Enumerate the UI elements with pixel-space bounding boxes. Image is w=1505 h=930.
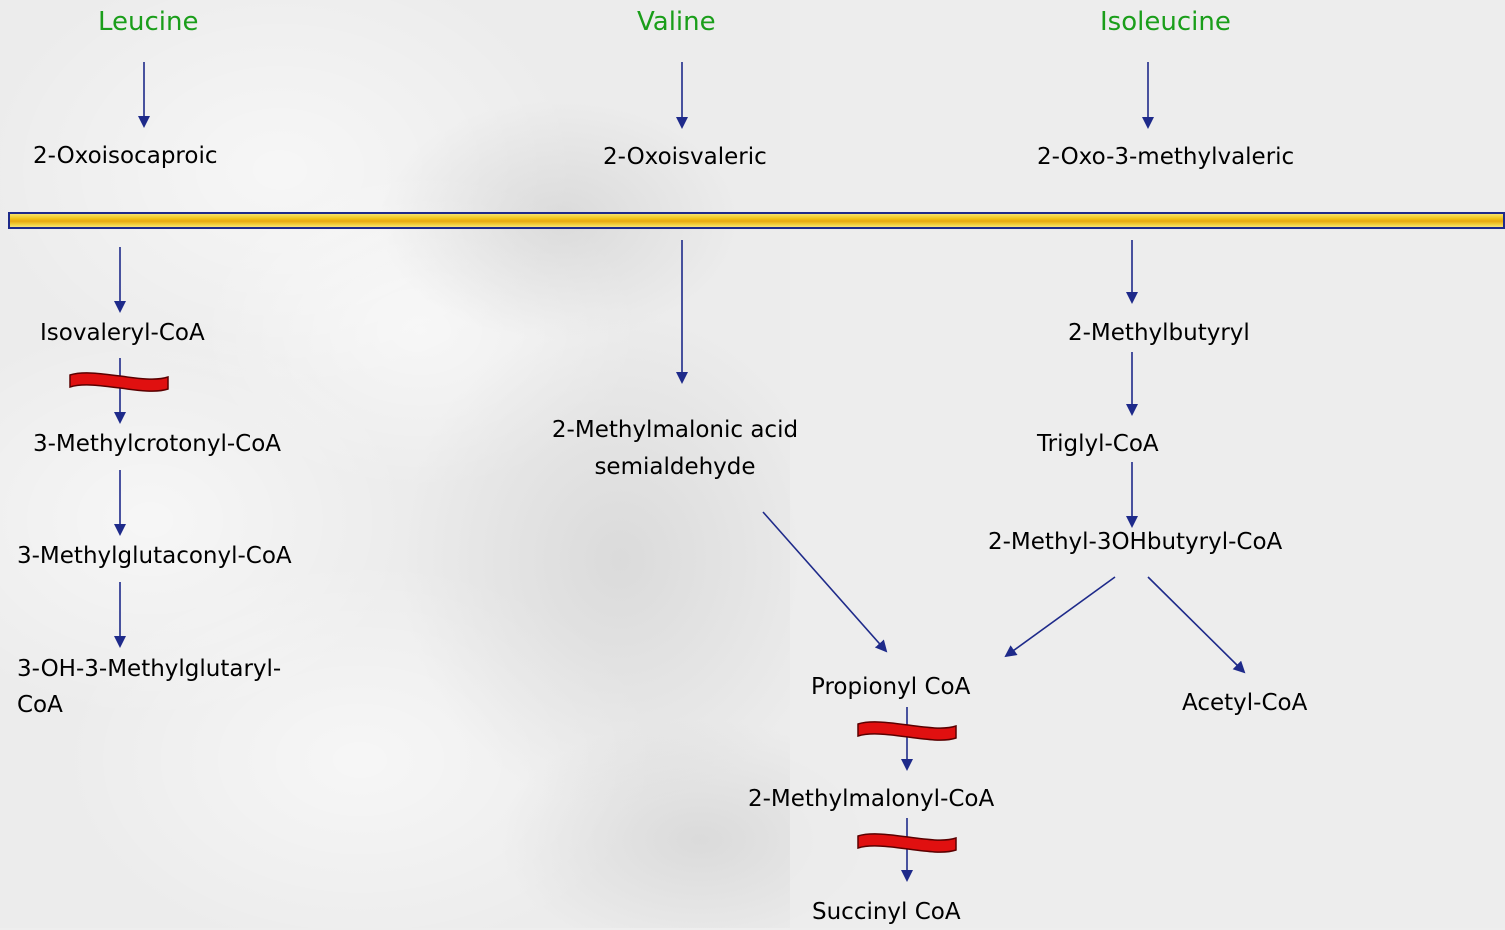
arrow-to-acetyl-coa: [1148, 577, 1244, 672]
enzyme-block-methylmalonyl: [858, 834, 956, 852]
enzyme-block-isovaleryl: [70, 373, 168, 391]
enzyme-block-propionyl: [858, 722, 956, 740]
arrow-semialdehyde-to-propionyl: [763, 512, 886, 651]
arrow-to-propionyl-from-ile: [1006, 577, 1115, 656]
